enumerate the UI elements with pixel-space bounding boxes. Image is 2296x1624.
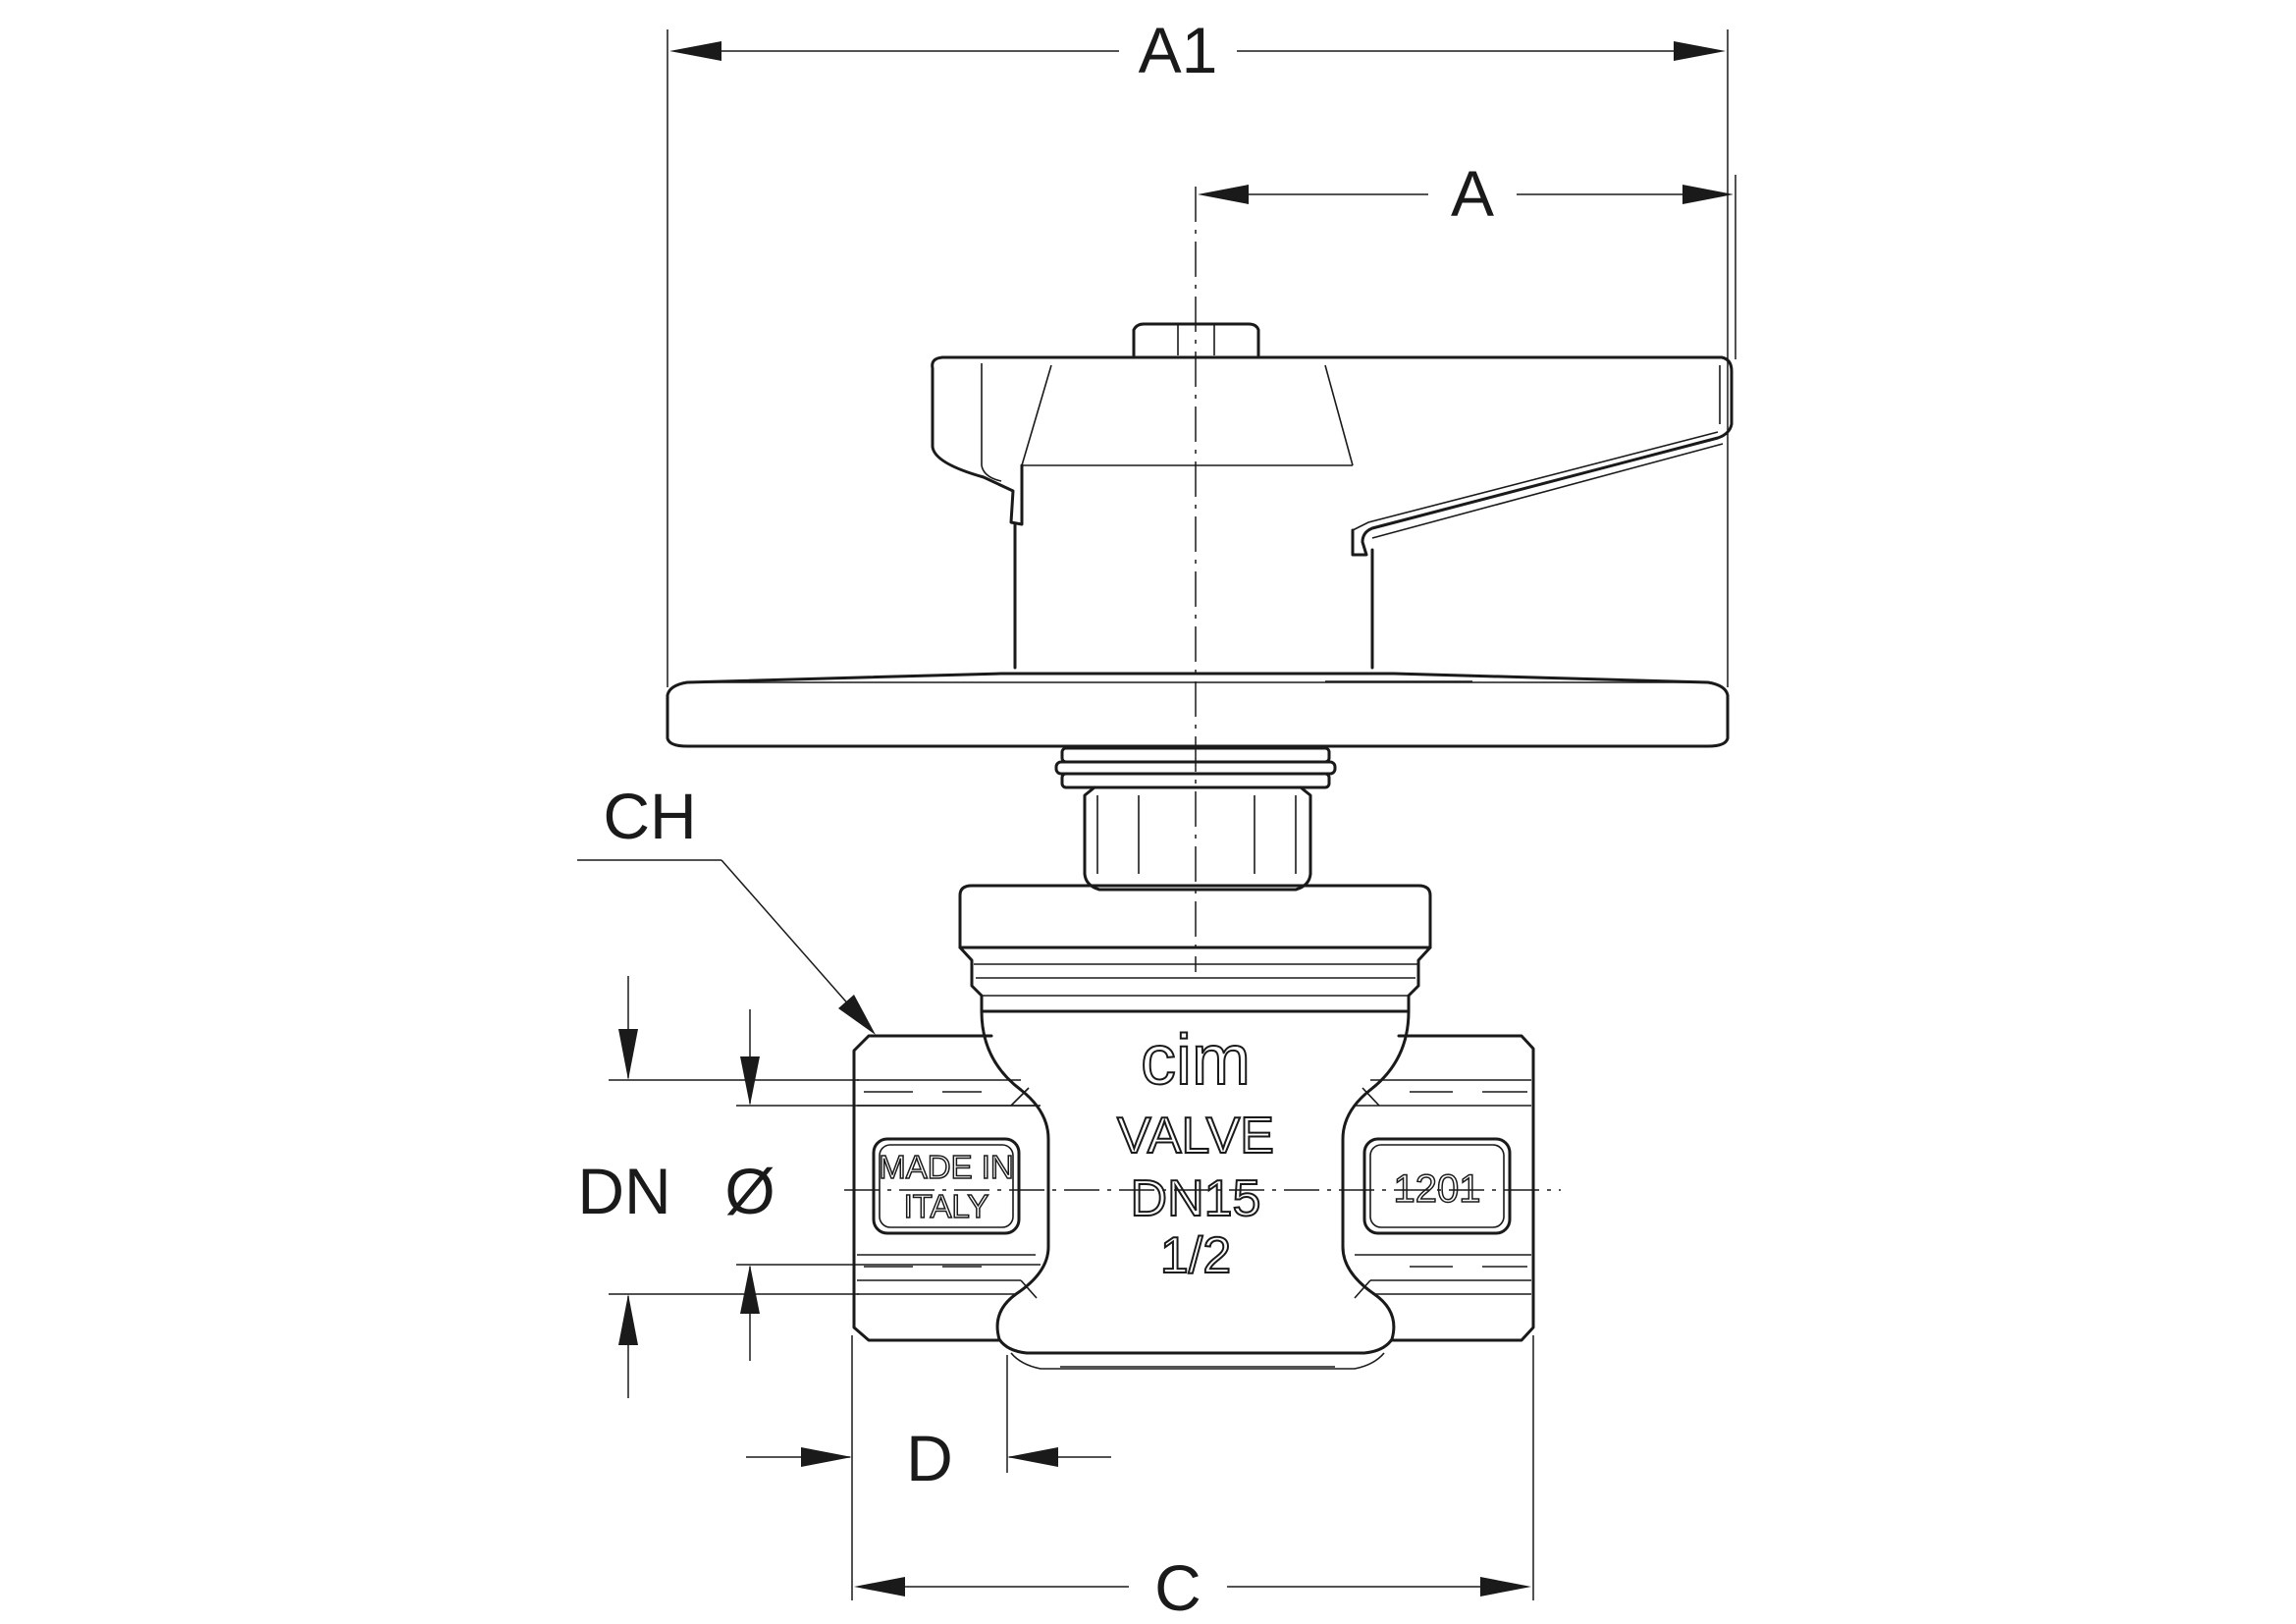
origin-line-2: ITALY	[904, 1188, 989, 1224]
thread-marking: 1/2	[1160, 1227, 1231, 1284]
center-lines	[844, 187, 1561, 1191]
dimension-dn: DN	[577, 976, 859, 1398]
code-marking: 1201	[1394, 1167, 1481, 1211]
label-d: D	[906, 1422, 953, 1494]
valve-body	[980, 1009, 1411, 1370]
label-a1: A1	[1139, 14, 1218, 86]
dimension-diameter: Ø	[724, 1009, 1041, 1361]
dimension-c: C	[854, 1335, 1534, 1624]
type-marking: VALVE	[1117, 1108, 1274, 1164]
cover-plate	[666, 672, 1730, 748]
body-markings: cim VALVE DN15 1/2	[1116, 1020, 1275, 1285]
dimension-a1: A1	[667, 14, 1729, 687]
label-diameter: Ø	[724, 1155, 774, 1227]
stem-housing	[1013, 522, 1374, 670]
lever-handle	[931, 322, 1734, 557]
plate-markings: MADE IN ITALY 1201	[878, 1148, 1481, 1225]
label-a: A	[1451, 157, 1494, 230]
origin-line-1: MADE IN	[879, 1149, 1014, 1185]
dimension-a: A	[1198, 157, 1736, 359]
label-dn: DN	[577, 1155, 670, 1227]
bonnet	[958, 884, 1432, 1013]
label-ch: CH	[603, 780, 696, 852]
brand-marking: cim	[1141, 1021, 1251, 1100]
label-c: C	[1154, 1551, 1201, 1624]
threaded-spindle	[1054, 746, 1337, 892]
size-marking: DN15	[1131, 1170, 1261, 1227]
dimension-ch: CH	[577, 780, 876, 1035]
right-hex-end	[1354, 1034, 1535, 1342]
dimension-d: D	[746, 1335, 1111, 1600]
